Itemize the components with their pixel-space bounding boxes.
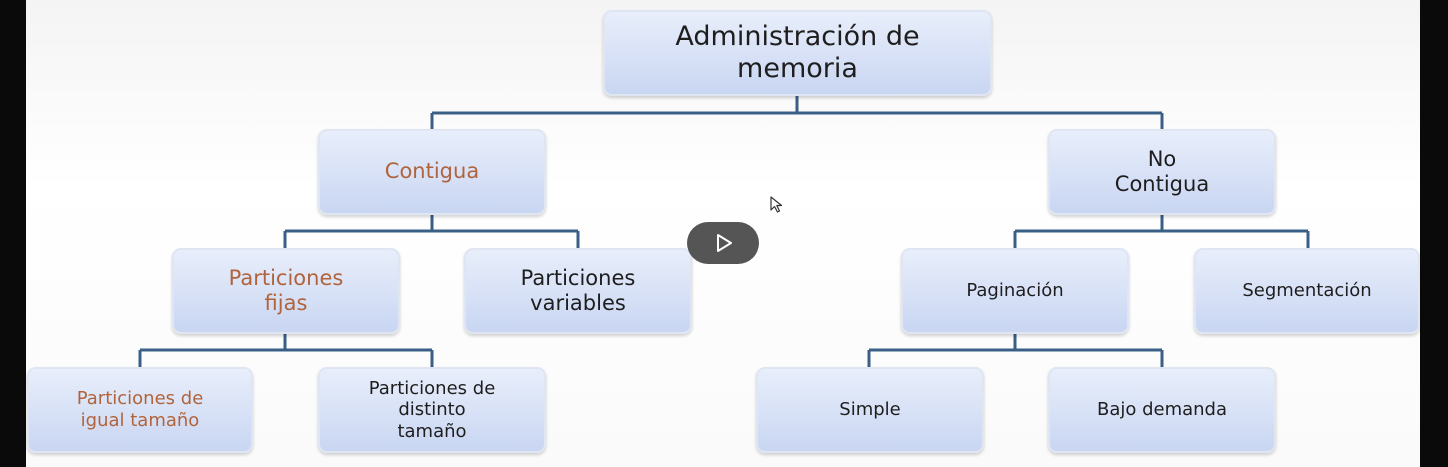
node-administracion-memoria: Administración de memoria xyxy=(603,10,992,96)
node-particiones-fijas: Particiones fijas xyxy=(172,248,400,334)
play-icon xyxy=(717,234,732,252)
connector-fijas xyxy=(138,333,434,367)
node-label: Particiones fijas xyxy=(228,265,344,315)
node-paginacion: Paginación xyxy=(901,248,1129,334)
node-label: Segmentación xyxy=(1242,280,1372,302)
node-simple: Simple xyxy=(756,367,984,453)
node-label: No Contigua xyxy=(1114,146,1210,196)
mouse-pointer-icon xyxy=(770,196,783,213)
node-particiones-igual-tamano: Particiones de igual tamaño xyxy=(27,367,253,453)
node-label: Administración de memoria xyxy=(675,20,920,84)
connector-root xyxy=(430,95,1164,129)
connector-contigua xyxy=(283,215,580,248)
node-contigua: Contigua xyxy=(318,129,546,215)
connector-paginacion xyxy=(867,333,1164,367)
node-label: Particiones variables xyxy=(520,265,636,315)
connector-no-contigua xyxy=(1013,215,1310,248)
letterbox-left xyxy=(0,0,26,467)
node-bajo-demanda: Bajo demanda xyxy=(1048,367,1276,453)
node-label: Simple xyxy=(839,399,901,421)
play-button[interactable] xyxy=(687,222,759,264)
node-particiones-distinto-tamano: Particiones de distinto tamaño xyxy=(318,367,546,453)
node-label: Particiones de distinto tamaño xyxy=(368,377,496,442)
letterbox-right xyxy=(1420,0,1448,467)
node-no-contigua: No Contigua xyxy=(1048,129,1276,215)
node-label: Contigua xyxy=(384,159,480,184)
node-label: Bajo demanda xyxy=(1096,399,1228,421)
node-segmentacion: Segmentación xyxy=(1194,248,1420,334)
node-particiones-variables: Particiones variables xyxy=(464,248,692,334)
node-label: Particiones de igual tamaño xyxy=(76,388,204,431)
node-label: Paginación xyxy=(966,280,1064,302)
